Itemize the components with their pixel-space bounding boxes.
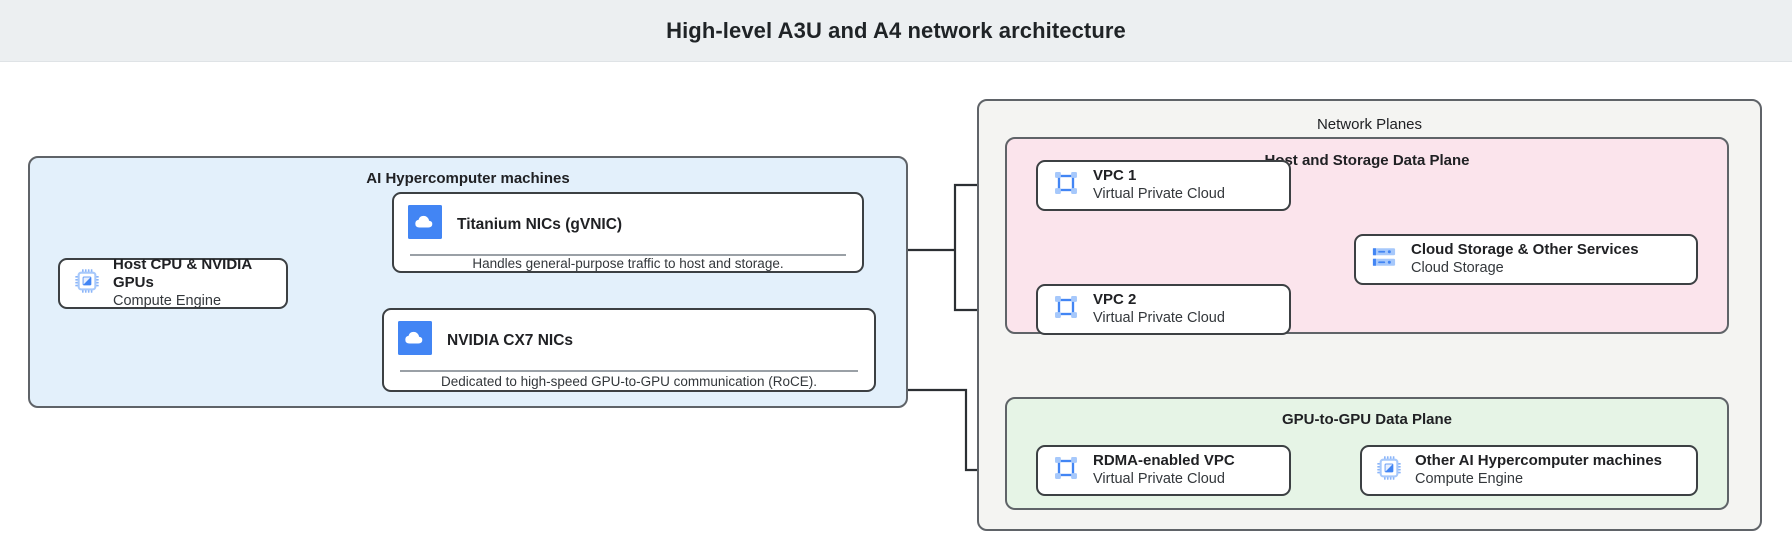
diagram-canvas: AI Hypercomputer machines [0,62,1792,560]
node-vpc-1-text: VPC 1 Virtual Private Cloud [1093,167,1225,204]
node-vpc-1[interactable]: VPC 1 Virtual Private Cloud [1036,160,1291,211]
node-other-machines-title: Other AI Hypercomputer machines [1415,452,1663,469]
node-other-machines-text: Other AI Hypercomputer machines Compute … [1415,452,1662,489]
node-cloud-storage-subtitle: Cloud Storage [1411,260,1504,277]
node-host-cpu-text: Host CPU & NVIDIA GPUs Compute Engine [113,256,272,311]
node-rdma-subtitle: Virtual Private Cloud [1093,471,1225,488]
node-titanium-nics[interactable]: Titanium NICs (gVNIC) Handles general-pu… [392,192,864,273]
page-header: High-level A3U and A4 network architectu… [0,0,1792,62]
cloud-icon [398,321,432,360]
cloud-icon [408,205,442,244]
node-vpc-2-title: VPC 2 [1093,291,1137,308]
node-titanium-header: Titanium NICs (gVNIC) [394,194,862,254]
node-cx7-caption: Dedicated to high-speed GPU-to-GPU commu… [441,373,817,389]
cloud-storage-icon [1370,243,1398,276]
page-title: High-level A3U and A4 network architectu… [666,18,1126,43]
group-title-ai-hypercomputer-machines: AI Hypercomputer machines [366,170,570,187]
node-cx7-header: NVIDIA CX7 NICs [384,310,874,370]
node-cloud-storage-title: Cloud Storage & Other Services [1411,241,1639,258]
node-vpc-1-subtitle: Virtual Private Cloud [1093,186,1225,203]
vpc-icon [1052,169,1080,202]
node-host-cpu-title: Host CPU & NVIDIA GPUs [113,255,252,292]
node-rdma-text: RDMA-enabled VPC Virtual Private Cloud [1093,452,1235,489]
node-vpc-1-title: VPC 1 [1093,167,1137,184]
node-cx7-title: NVIDIA CX7 NICs [447,331,574,349]
group-title-network-planes: Network Planes [1316,116,1423,133]
node-cloud-storage-other-services[interactable]: Cloud Storage & Other Services Cloud Sto… [1354,234,1698,285]
node-other-ai-hypercomputer-machines[interactable]: Other AI Hypercomputer machines Compute … [1360,445,1698,496]
node-rdma-enabled-vpc[interactable]: RDMA-enabled VPC Virtual Private Cloud [1036,445,1291,496]
node-other-machines-subtitle: Compute Engine [1415,471,1524,488]
node-vpc-2[interactable]: VPC 2 Virtual Private Cloud [1036,284,1291,335]
node-titanium-title: Titanium NICs (gVNIC) [457,215,623,233]
node-rdma-title: RDMA-enabled VPC [1093,452,1235,469]
node-vpc-2-text: VPC 2 Virtual Private Cloud [1093,291,1225,328]
node-cloud-storage-text: Cloud Storage & Other Services Cloud Sto… [1411,241,1639,278]
vpc-icon [1052,454,1080,487]
node-host-cpu-subtitle: Compute Engine [113,293,222,310]
node-host-cpu-nvidia-gpus[interactable]: Host CPU & NVIDIA GPUs Compute Engine [58,256,288,311]
node-titanium-caption: Handles general-purpose traffic to host … [472,256,784,271]
node-titanium-divider [410,254,846,256]
node-vpc-2-subtitle: Virtual Private Cloud [1093,310,1225,327]
vpc-icon [1052,293,1080,326]
cpu-chip-icon [1376,455,1402,486]
node-nvidia-cx7-nics[interactable]: NVIDIA CX7 NICs Dedicated to high-speed … [382,308,876,392]
group-title-gpu-to-gpu-data-plane: GPU-to-GPU Data Plane [1281,411,1453,428]
cpu-chip-icon [74,268,100,299]
node-cx7-divider [400,370,858,372]
